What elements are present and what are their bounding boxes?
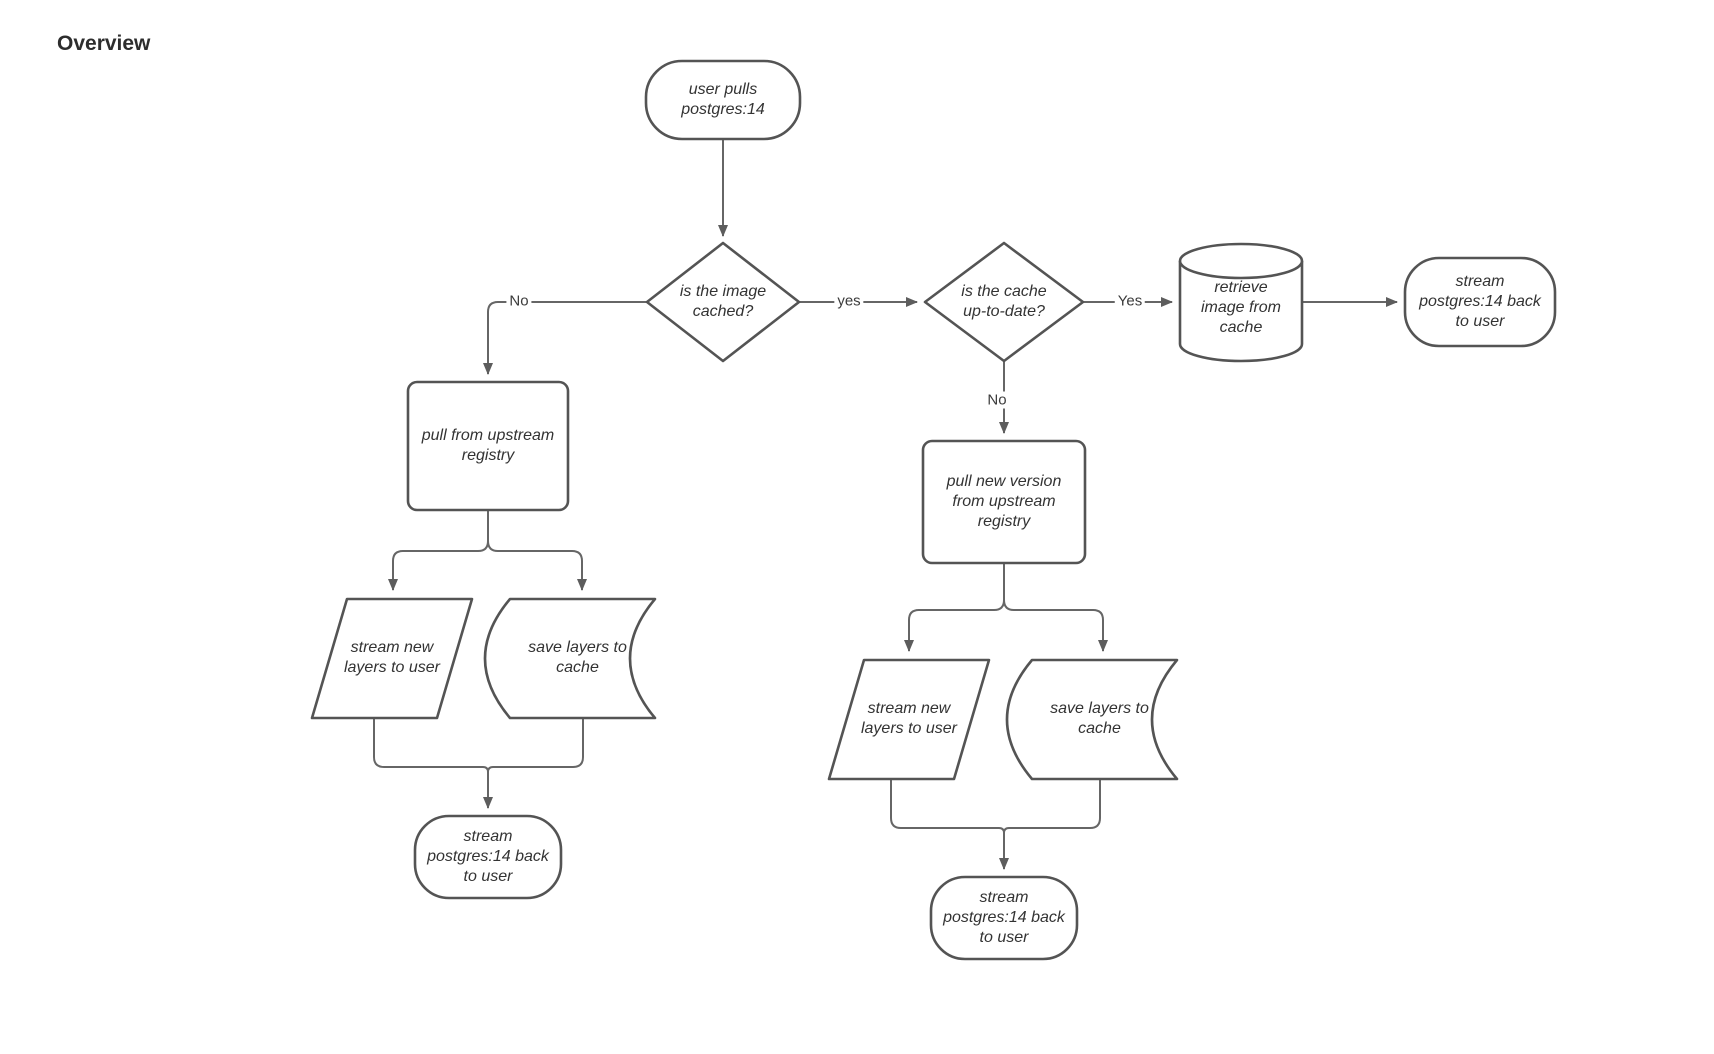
retrieve-cache-node-shape xyxy=(1178,261,1304,363)
pull-upstream-node-shape xyxy=(406,380,570,512)
edge-stream-layers-merge-right xyxy=(890,779,1005,834)
edge-stream-layers-merge-left xyxy=(373,718,489,773)
save-layers-1-node-shape xyxy=(483,597,657,720)
stream-back-2-node-shape xyxy=(1403,256,1557,348)
retrieve-cache-node-rim xyxy=(1178,242,1304,280)
edge-check-cached-no xyxy=(483,301,647,375)
check-fresh-node-shape xyxy=(923,241,1085,363)
edge-save-layers-merge-left xyxy=(487,718,584,773)
start-node-shape xyxy=(644,59,802,141)
save-layers-2-node-shape xyxy=(1005,658,1179,781)
edge-pull-upstream-to-stream-layers xyxy=(388,510,489,591)
edge-save-layers-merge-right xyxy=(1003,779,1101,834)
page-title: Overview xyxy=(57,32,151,55)
stream-layers-1-node-shape xyxy=(310,597,474,720)
stream-back-3-node-shape xyxy=(929,875,1079,961)
stream-back-1-node-shape xyxy=(413,814,563,900)
stream-layers-2-node-shape xyxy=(827,658,991,781)
edge-pull-upstream-to-save-layers xyxy=(487,510,587,591)
edge-pull-new-to-save-layers xyxy=(1003,563,1108,652)
check-cached-node-shape xyxy=(645,241,801,363)
pull-new-version-node-shape xyxy=(921,439,1087,565)
edge-pull-new-to-stream-layers xyxy=(904,563,1005,652)
